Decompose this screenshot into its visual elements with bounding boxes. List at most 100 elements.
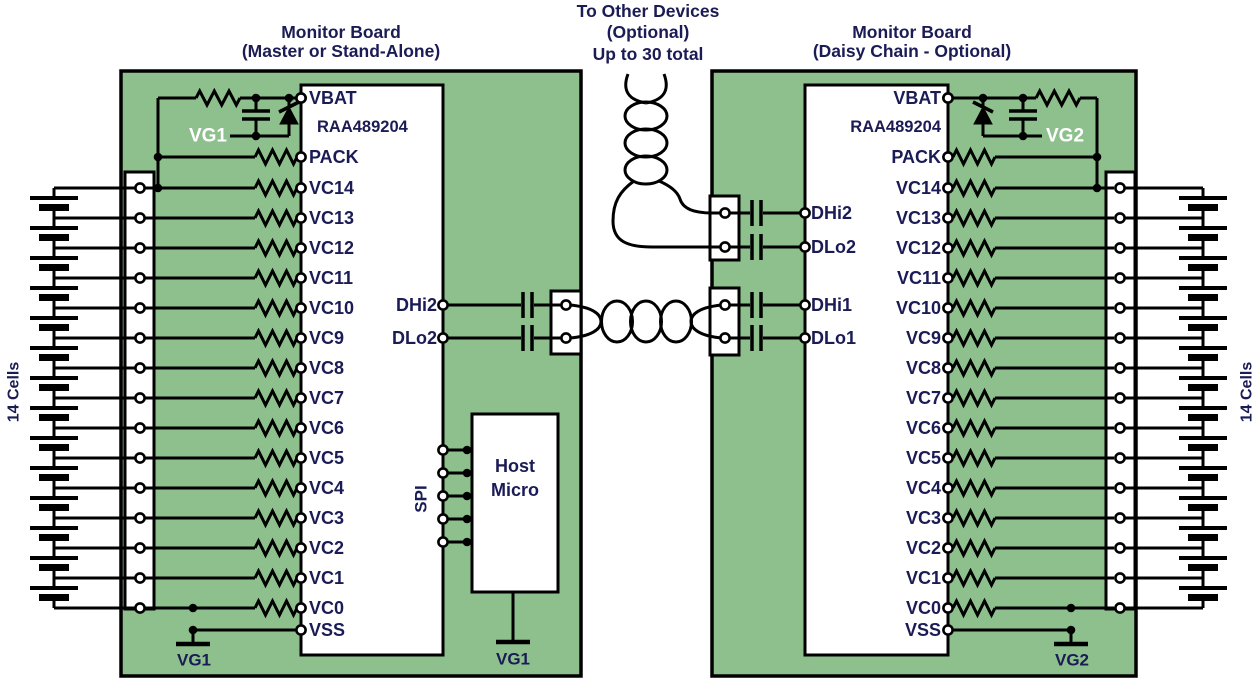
pin-circle: [942, 151, 954, 163]
resistor-symbol: [253, 357, 299, 379]
pin-circle: [560, 332, 572, 344]
pin-circle: [134, 182, 146, 194]
pin-circle: [1114, 302, 1126, 314]
resistor-symbol: [951, 146, 997, 168]
left-vg-net-label: VG1: [189, 126, 227, 147]
junction-dot: [1066, 625, 1076, 635]
pin-label: DLo2: [392, 328, 437, 348]
pin-circle: [560, 299, 572, 311]
generated-symbols: [30, 87, 1227, 636]
pin-label: VC13: [309, 208, 354, 228]
pin-circle: [942, 212, 954, 224]
resistor-symbol: [951, 417, 997, 439]
pin-label: VSS: [309, 620, 345, 640]
pin-circle: [295, 182, 307, 194]
pin-label: VSS: [905, 620, 941, 640]
left-cell-ground-label: VG1: [177, 651, 211, 670]
pin-circle: [799, 207, 811, 219]
pin-circle: [134, 572, 146, 584]
resistor-symbol: [951, 447, 997, 469]
pin-label: VC2: [906, 538, 941, 558]
pin-circle: [134, 332, 146, 344]
pin-circle: [1114, 362, 1126, 374]
resistor-symbol: [951, 477, 997, 499]
left-board-title-1: Monitor Board: [281, 22, 401, 42]
pin-circle: [134, 422, 146, 434]
resistor-symbol: [951, 567, 997, 589]
pin-label: VC8: [309, 358, 344, 378]
pin-circle: [295, 242, 307, 254]
pin-circle: [1114, 512, 1126, 524]
right-chip-raa489204: [803, 83, 950, 657]
zener-diode-symbol: [279, 105, 299, 125]
left-chip-raa489204: [299, 83, 445, 657]
twisted-pair-strand: [611, 179, 722, 249]
pin-label: VC11: [309, 268, 353, 288]
pin-circle: [942, 512, 954, 524]
junction-dot: [462, 445, 472, 455]
pin-circle: [134, 272, 146, 284]
pin-circle: [942, 624, 954, 636]
spi-bus-label: SPI: [412, 485, 431, 512]
pin-label: VC9: [906, 328, 941, 348]
resistor-symbol: [951, 207, 997, 229]
pin-label: VC14: [896, 178, 941, 198]
pin-label: VC10: [309, 298, 354, 318]
pin-circle: [942, 302, 954, 314]
right-lower-daisy-connector: [708, 286, 741, 357]
pin-circle: [295, 452, 307, 464]
top-note-line-3: Up to 30 total: [593, 44, 704, 64]
resistor-symbol: [951, 597, 997, 619]
twisted-pair-strand: [645, 73, 668, 105]
pin-circle: [942, 452, 954, 464]
resistor-symbol: [253, 207, 299, 229]
pin-circle: [1114, 482, 1126, 494]
pin-circle: [1114, 422, 1126, 434]
pin-circle: [942, 332, 954, 344]
resistor-symbol: [253, 177, 299, 199]
pin-label: VC9: [309, 328, 344, 348]
pin-circle: [1114, 332, 1126, 344]
pin-circle: [134, 242, 146, 254]
pin-circle: [942, 482, 954, 494]
resistor-symbol: [951, 177, 997, 199]
pin-circle: [1114, 572, 1126, 584]
left-cells-label: 14 Cells: [6, 362, 23, 423]
resistor-symbol: [951, 297, 997, 319]
pin-circle: [437, 513, 449, 525]
resistor-symbol: [951, 387, 997, 409]
pin-label: VC12: [896, 238, 941, 258]
twist-loop: [600, 299, 634, 344]
left-chip-name: RAA489204: [317, 118, 409, 136]
resistor-symbol: [253, 597, 299, 619]
resistor-symbol: [194, 87, 242, 109]
pin-circle: [942, 602, 954, 614]
junction-dot: [462, 537, 472, 547]
pin-circle: [942, 182, 954, 194]
pin-circle: [134, 392, 146, 404]
pin-circle: [437, 332, 449, 344]
pin-circle: [295, 92, 307, 104]
resistor-symbol: [253, 537, 299, 559]
twist-loop: [629, 299, 663, 344]
junction-dot: [1018, 131, 1028, 141]
pin-circle: [437, 536, 449, 548]
host-micro-label-2: Micro: [491, 480, 539, 500]
right-board-title-1: Monitor Board: [852, 22, 972, 42]
resistor-symbol: [1034, 87, 1082, 109]
pin-label: DLo1: [811, 328, 856, 348]
pin-label: DHi1: [811, 295, 852, 315]
pin-circle: [1114, 392, 1126, 404]
pin-circle: [1114, 452, 1126, 464]
pin-circle: [942, 392, 954, 404]
resistor-symbol: [253, 297, 299, 319]
pin-label: VC3: [906, 508, 941, 528]
pin-circle: [295, 272, 307, 284]
pin-circle: [295, 602, 307, 614]
pin-circle: [295, 542, 307, 554]
resistor-symbol: [253, 507, 299, 529]
pin-label: VC0: [906, 598, 941, 618]
pin-circle: [1114, 182, 1126, 194]
